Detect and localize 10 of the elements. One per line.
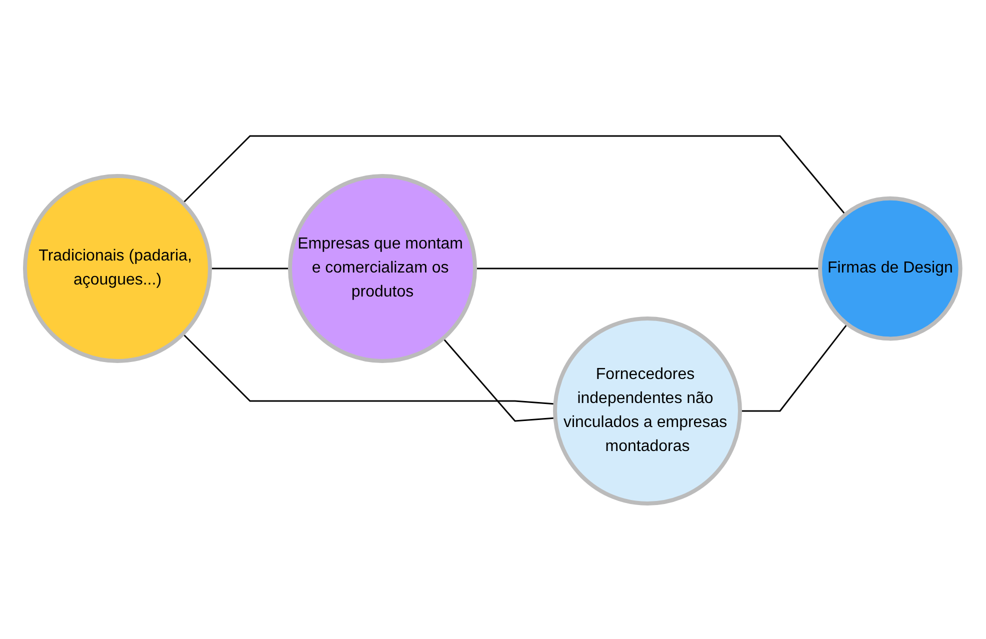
connector [442, 338, 556, 422]
connector [182, 135, 846, 215]
connector [475, 268, 820, 269]
node-circle: Firmas de Design [818, 196, 963, 340]
node-circle: Tradicionais (padaria, açougues...) [23, 174, 212, 363]
connector [210, 268, 290, 269]
node-circle: Empresas que montam e comercializam os produtos [288, 174, 478, 363]
connector [182, 333, 556, 405]
node-circle: Fornecedores independentes não vinculados a empresas montadoras [553, 316, 742, 506]
connector [740, 323, 848, 412]
